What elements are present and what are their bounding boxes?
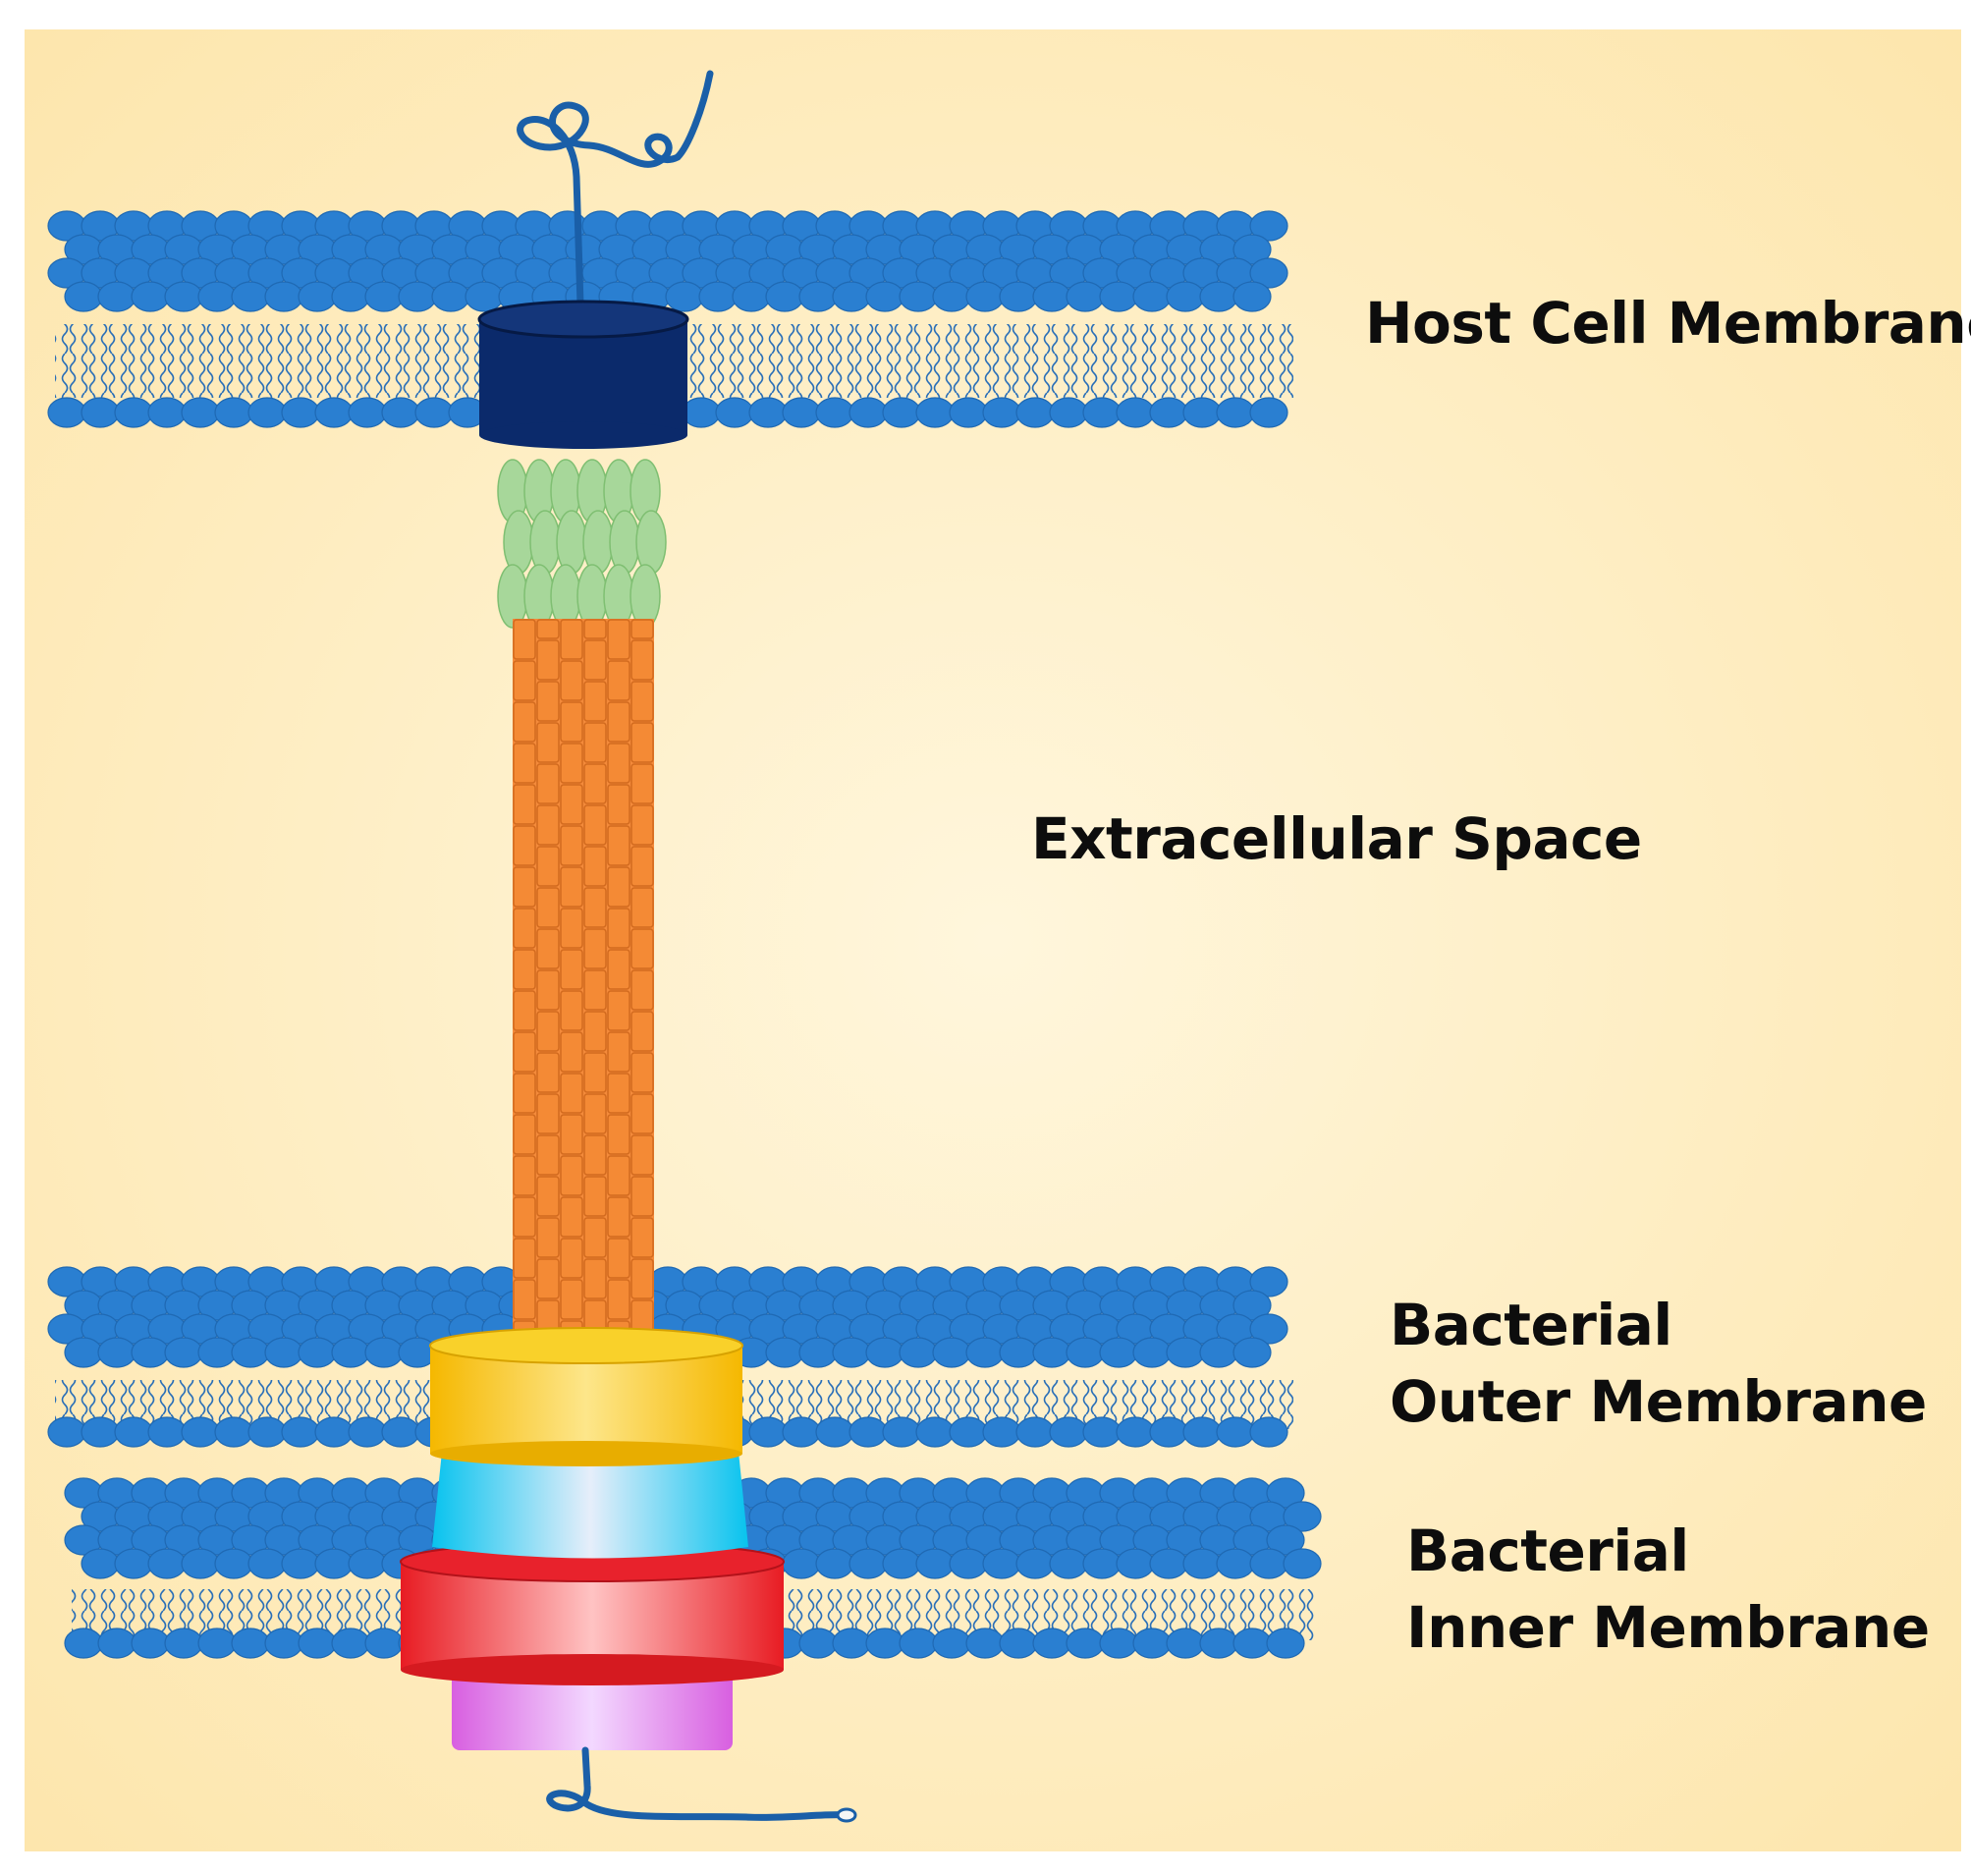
inner-membrane-ring — [400, 1541, 785, 1685]
strand-end-cap — [836, 1807, 857, 1823]
outer-membrane-ring — [429, 1327, 743, 1466]
bacterial-inner-membrane-label: Bacterial Inner Membrane — [1406, 1517, 1930, 1662]
needle-filament — [513, 619, 654, 1341]
basal-body — [400, 1327, 785, 1750]
tip-complex — [497, 459, 667, 629]
extracellular-space-label: Extracellular Space — [1031, 805, 1642, 872]
bacterial-outer-membrane-label: Bacterial Outer Membrane — [1390, 1292, 1927, 1436]
periplasmic-neck — [432, 1452, 748, 1559]
translocon-pore — [477, 300, 689, 449]
effector-protein-strand — [517, 70, 714, 308]
host-cell-membrane-label: Host Cell Membrane — [1365, 290, 1971, 357]
cytoplasmic-effector-strand — [546, 1746, 854, 1821]
